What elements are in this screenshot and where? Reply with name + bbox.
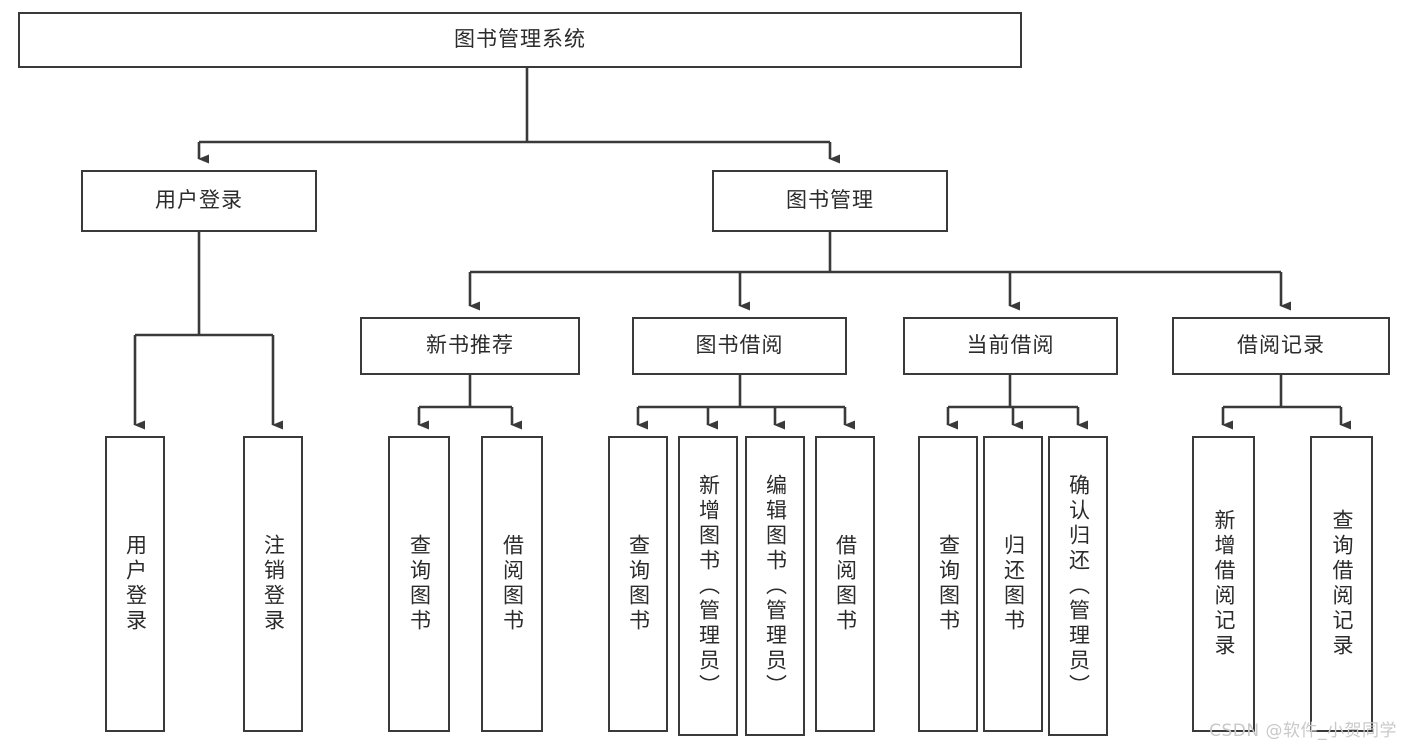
leaf-node-box[interactable]: 编辑图书（管理员）: [745, 436, 805, 736]
level3-node-label: 当前借阅: [966, 333, 1055, 358]
level3-node-label: 借阅记录: [1237, 333, 1325, 358]
leaf-node-box[interactable]: 查询图书: [608, 436, 668, 732]
level2-node-box[interactable]: 图书管理: [712, 170, 948, 232]
level2-node-label: 图书管理: [786, 188, 874, 213]
level3-node-box[interactable]: 新书推荐: [360, 317, 580, 375]
leaf-node-label: 查询图书: [407, 534, 432, 634]
watermark-label: CSDN @软件_小贺同学: [1209, 721, 1397, 741]
leaf-node-label: 查询图书: [626, 534, 651, 634]
leaf-node-box[interactable]: 新增图书（管理员）: [678, 436, 738, 736]
leaf-node-box[interactable]: 查询图书: [388, 436, 450, 732]
leaf-node-label: 确认归还（管理员）: [1066, 473, 1091, 699]
leaf-node-box[interactable]: 用户登录: [105, 436, 165, 732]
leaf-node-label: 新增借阅记录: [1212, 509, 1236, 659]
root-node-box[interactable]: 图书管理系统: [18, 12, 1022, 68]
leaf-node-box[interactable]: 注销登录: [243, 436, 303, 732]
leaf-node-box[interactable]: 查询图书: [918, 436, 978, 732]
leaf-node-label: 用户登录: [123, 534, 148, 634]
leaf-node-label: 归还图书: [1001, 534, 1026, 634]
level2-node-box[interactable]: 用户登录: [81, 170, 317, 232]
leaf-node-box[interactable]: 借阅图书: [481, 436, 543, 732]
level3-node-box[interactable]: 借阅记录: [1172, 317, 1390, 375]
leaf-node-box[interactable]: 查询借阅记录: [1310, 436, 1373, 732]
level3-node-box[interactable]: 当前借阅: [903, 317, 1118, 375]
root-node-label: 图书管理系统: [454, 27, 586, 52]
leaf-node-label: 借阅图书: [500, 534, 525, 634]
leaf-node-box[interactable]: 归还图书: [983, 436, 1043, 732]
leaf-node-label: 借阅图书: [833, 534, 858, 634]
level3-node-label: 新书推荐: [426, 333, 514, 358]
level3-node-box[interactable]: 图书借阅: [632, 317, 847, 375]
level2-node-label: 用户登录: [155, 188, 243, 213]
leaf-node-box[interactable]: 确认归还（管理员）: [1048, 436, 1108, 736]
leaf-node-box[interactable]: 借阅图书: [815, 436, 875, 732]
leaf-node-label: 编辑图书（管理员）: [763, 473, 788, 699]
leaf-node-label: 查询图书: [936, 534, 961, 634]
level3-node-label: 图书借阅: [695, 333, 784, 358]
leaf-node-label: 注销登录: [261, 534, 286, 634]
leaf-node-label: 查询借阅记录: [1330, 509, 1354, 659]
leaf-node-label: 新增图书（管理员）: [696, 473, 721, 699]
leaf-node-box[interactable]: 新增借阅记录: [1192, 436, 1255, 732]
